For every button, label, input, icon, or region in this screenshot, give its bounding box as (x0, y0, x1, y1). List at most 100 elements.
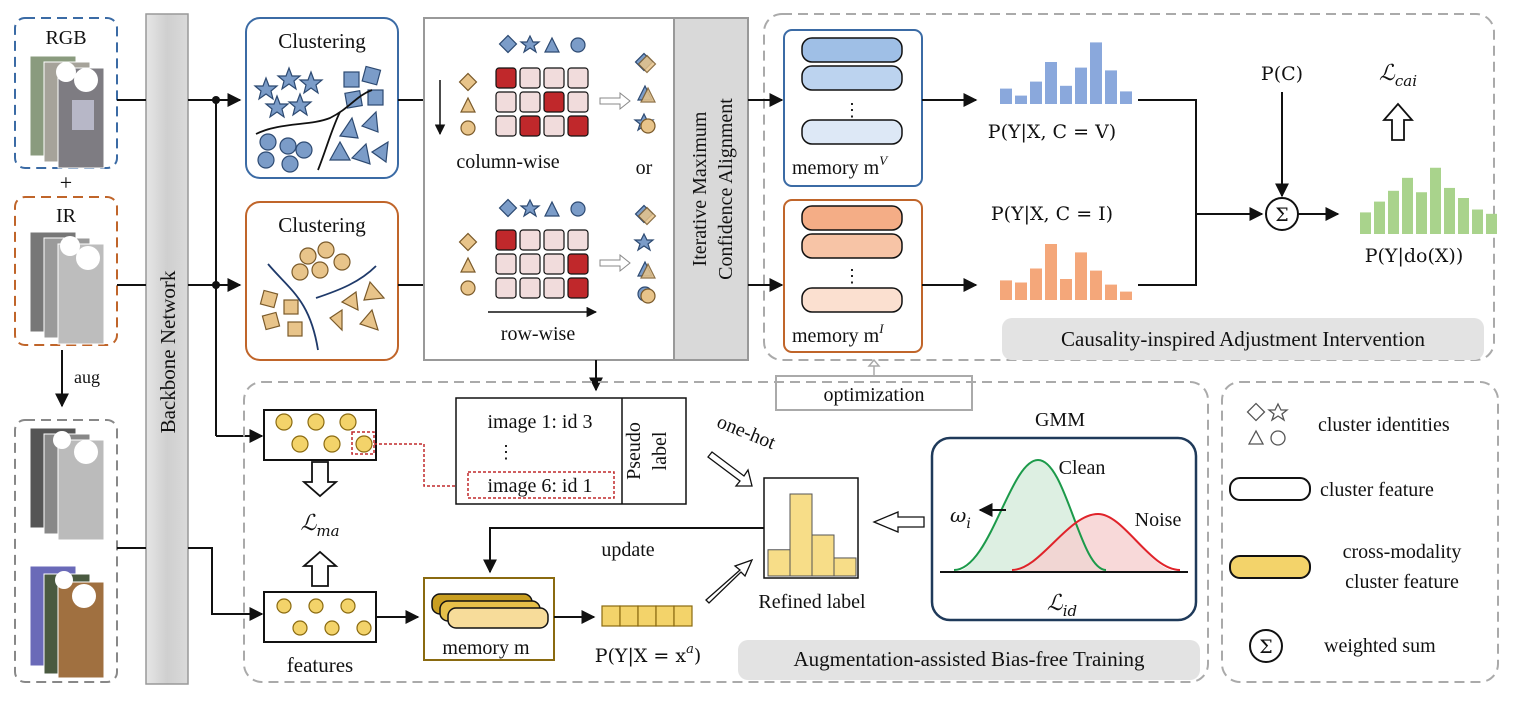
histogram-v-bar (1105, 70, 1117, 104)
row-wise-matched-shapes (633, 204, 657, 304)
lcai-label: ℒcai (1379, 61, 1417, 90)
histogram-i-bar (1075, 252, 1087, 300)
cai-panel: ⋮ memory mV ⋮ memory mI P(Y|X, C = V) P(… (748, 13, 1497, 361)
augmented-input-group: + (14, 419, 118, 683)
pseudo-label-box (455, 397, 687, 505)
legend-cluster-identities: cluster identities (1318, 414, 1450, 436)
imca-label-line-1: Iterative Maximum (689, 111, 711, 266)
triangle-icon (328, 140, 352, 161)
histogram-v-bar (1120, 91, 1132, 104)
histogram-i-bar (1030, 268, 1042, 300)
imca-module (673, 17, 749, 361)
face-mask-icon (74, 68, 98, 92)
rgb-input-group: RGB (14, 17, 118, 169)
histogram-i-bar (1060, 279, 1072, 300)
plus-sign: + (60, 170, 72, 195)
ellipsis: ⋮ (843, 266, 861, 286)
optimization-arrow-icon (867, 358, 881, 376)
circle-icon (279, 137, 297, 155)
histogram-do-bar (1374, 201, 1385, 234)
histogram-do (1360, 167, 1497, 234)
square-icon (261, 311, 281, 331)
backbone-network (145, 13, 189, 685)
legend-cross-modality-2: cluster feature (1345, 571, 1459, 593)
pxa-label: P(Y|X = xa) (595, 642, 702, 667)
histogram-do-bar (1472, 209, 1483, 234)
abt-panel-border (243, 381, 1209, 683)
legend-border (1221, 381, 1499, 683)
column-wise-label: column-wise (456, 151, 559, 173)
histogram-v-bar (1090, 42, 1102, 104)
ir-input-group: IR (14, 196, 118, 346)
histogram-do-bar (1486, 213, 1497, 234)
face-mask-icon (53, 431, 71, 449)
circle-icon (333, 253, 351, 271)
noise-curve (1011, 512, 1181, 571)
circle-icon (299, 247, 317, 265)
triangle-icon (360, 110, 379, 133)
histogram-i-bar (1045, 244, 1057, 300)
ir-label: IR (56, 205, 77, 227)
or-label: or (636, 157, 653, 179)
triangle-icon (340, 290, 359, 312)
pseudo-label-title-1: Pseudo (623, 422, 645, 480)
face-mask-icon (60, 236, 80, 256)
refined-label-bar (767, 549, 791, 577)
circle-icon (295, 141, 313, 159)
hollow-arrow-icon (705, 558, 754, 604)
memory-m-label: memory m (442, 637, 530, 659)
histogram-do-bar (1402, 177, 1413, 234)
histogram-do-bar (1458, 198, 1469, 234)
cluster-feature-icon (1229, 477, 1311, 501)
abt-title-box (738, 640, 1200, 680)
pi-label: P(Y|X, C = I) (991, 203, 1113, 225)
legend-weighted-sum: weighted sum (1324, 635, 1436, 657)
update-label: update (601, 539, 654, 561)
cai-panel-border (763, 13, 1495, 361)
pseudo-row-1: image 1: id 3 (488, 411, 593, 433)
star-icon (253, 76, 279, 101)
histogram-v-bar (1015, 95, 1027, 104)
memory-i-cell (801, 233, 903, 259)
refined-label-bar (811, 534, 835, 577)
backbone-label: Backbone Network (156, 270, 180, 433)
lma-label: ℒma (300, 511, 339, 540)
diamond-icon (498, 198, 518, 218)
face-mask-icon (74, 440, 98, 464)
probability-vector (601, 605, 693, 627)
histogram-v-bar (1030, 81, 1042, 104)
sum-symbol: Σ (1275, 204, 1288, 226)
cai-title-box (1002, 318, 1484, 360)
triangle-icon (460, 96, 476, 113)
star-icon (519, 34, 541, 54)
diamond-icon (458, 72, 478, 92)
histogram-do-bar (1388, 190, 1399, 234)
square-icon (344, 90, 363, 109)
square-icon (343, 71, 360, 88)
memory-i-cell (801, 205, 903, 231)
rgb-label: RGB (45, 27, 86, 49)
row-wise-label: row-wise (501, 323, 576, 345)
triangle-icon (358, 308, 379, 331)
cluster-identities-icon (1246, 402, 1289, 446)
triangle-icon (460, 256, 476, 273)
histogram-i-bar (1000, 280, 1012, 300)
circle-icon (460, 280, 476, 296)
ir-person-images (29, 231, 105, 345)
pv-label: P(Y|X, C = V) (988, 121, 1116, 143)
aug-label: aug (74, 367, 100, 387)
hollow-arrow-icon (599, 253, 631, 273)
ir-clustering: Clustering (245, 201, 399, 361)
pseudo-row-2: image 6: id 1 (488, 475, 593, 497)
ellipsis: ⋮ (843, 100, 861, 120)
star-icon (519, 198, 541, 218)
column-wise-matched-shapes (633, 52, 657, 134)
up-hollow-arrow-icon (301, 550, 339, 587)
circle-icon (311, 261, 329, 279)
memory-i-label: memory mI (792, 321, 884, 347)
hollow-arrow-icon (872, 511, 925, 533)
optimization-label: optimization (823, 384, 924, 406)
alignment-panel: Iterative Maximum Confidence Alignment (423, 17, 749, 361)
memory-v-cell (801, 37, 903, 63)
